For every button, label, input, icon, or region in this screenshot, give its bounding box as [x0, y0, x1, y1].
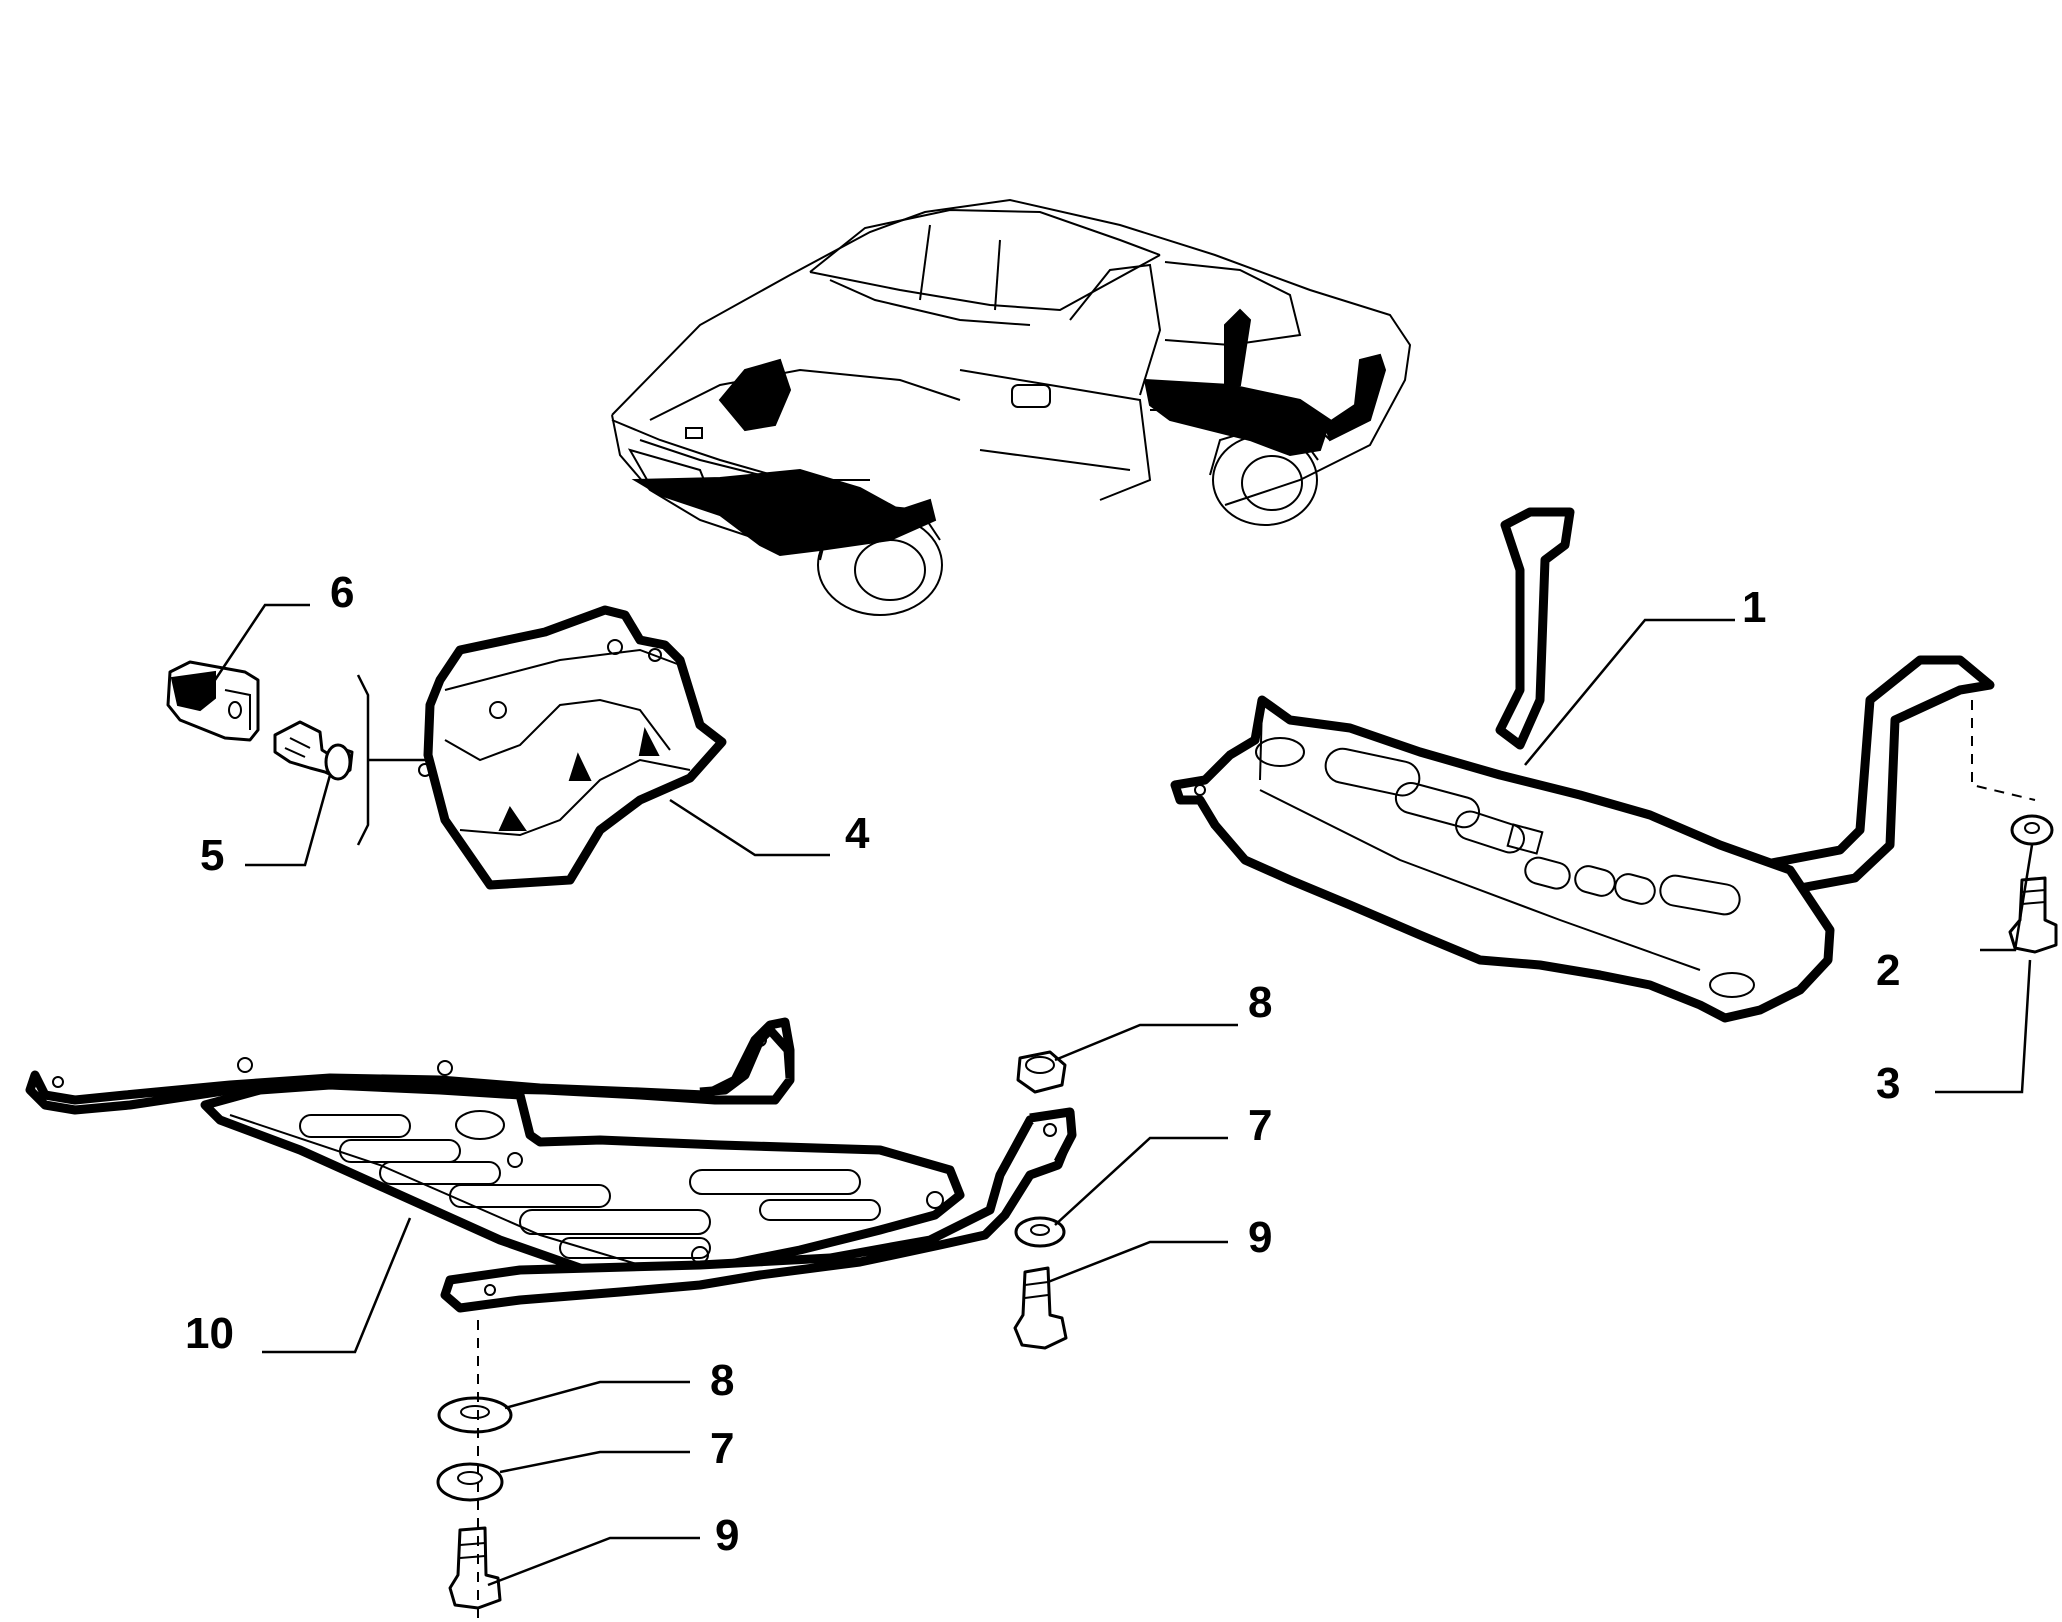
callout-5: 5 [200, 831, 224, 880]
assembly-centerlines [477, 700, 2036, 1620]
callout-9-lower: 9 [715, 1511, 739, 1560]
hardware [436, 814, 2058, 1610]
callout-9-upper: 9 [1248, 1213, 1272, 1262]
washer-2 [2010, 814, 2054, 846]
washer-7a [1014, 1216, 1066, 1248]
heat-shield-rear [1170, 507, 1995, 1023]
clip-part-6 [166, 660, 260, 742]
bolt-9a [1013, 1266, 1068, 1350]
callout-8-upper: 8 [1248, 978, 1272, 1027]
callout-8-lower: 8 [710, 1356, 734, 1405]
callout-labels: 1 2 3 4 5 6 7 7 8 8 9 9 10 [185, 568, 1900, 1560]
nut-8a [1016, 1050, 1067, 1094]
callout-1: 1 [1742, 583, 1766, 632]
callout-10: 10 [185, 1309, 234, 1358]
bolt-part-5 [273, 720, 354, 781]
heat-shield-front-small [418, 605, 727, 890]
bolt-3 [2008, 876, 2058, 954]
washer-7b [436, 1462, 504, 1502]
callout-2: 2 [1876, 946, 1900, 995]
car-illustration [611, 198, 1412, 616]
callout-7-lower: 7 [710, 1424, 734, 1473]
bracket-line [356, 674, 425, 846]
callout-6: 6 [330, 568, 354, 617]
bolt-9b [448, 1526, 502, 1610]
heat-shield-tunnel [25, 1017, 1077, 1313]
callout-3: 3 [1876, 1059, 1900, 1108]
leader-lines [213, 603, 2034, 1587]
callout-4: 4 [845, 809, 870, 858]
callout-7-upper: 7 [1248, 1101, 1272, 1150]
washer-8b [437, 1396, 513, 1434]
